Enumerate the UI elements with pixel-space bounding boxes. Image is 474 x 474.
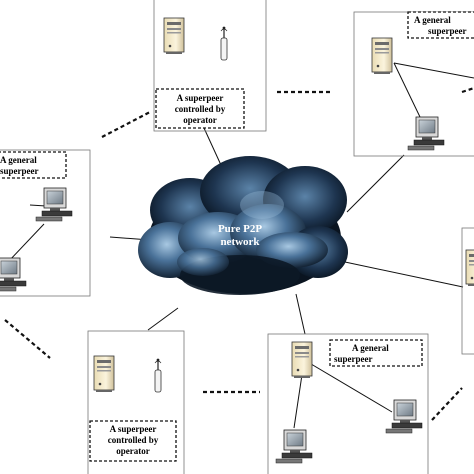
- cloud-title-line2: network: [220, 236, 260, 248]
- general-superpeer-left: A general superpeer: [0, 151, 73, 292]
- computer-icon: [275, 429, 313, 464]
- operator-label-line1: A superpeer: [177, 93, 224, 103]
- general-label-line1: A general: [414, 15, 451, 25]
- link-bottom-operator: [147, 307, 179, 331]
- general-label-box: [329, 339, 423, 367]
- operator-superpeer-bottom: A superpeer controlled by operator: [89, 355, 177, 462]
- operator-label-box: [89, 420, 177, 462]
- general-label-line2: superpeer: [334, 354, 373, 364]
- operator-label-line2: controlled by: [108, 435, 159, 445]
- box-bottom-operator: [87, 330, 185, 474]
- link-left-inner-1: [29, 204, 47, 207]
- server-icon: [465, 249, 474, 287]
- general-superpeer-top-right: A general superpeer: [371, 11, 474, 151]
- antenna-icon: [220, 26, 228, 61]
- operator-label-box: [155, 88, 245, 129]
- server-icon: [163, 17, 185, 55]
- computer-icon: [35, 187, 73, 222]
- antenna-icon: [154, 358, 162, 393]
- link-left-inner-2: [7, 223, 45, 263]
- operator-label-line1: A superpeer: [110, 424, 157, 434]
- partial-node-right: [465, 249, 474, 287]
- link-bottom-inner-1: [305, 360, 393, 413]
- operator-label-line3: operator: [183, 115, 217, 125]
- superpeer-dashed-links: [4, 86, 474, 421]
- box-left-general: [0, 149, 91, 297]
- box-bottom-general: [267, 333, 429, 474]
- general-label-box: [407, 11, 474, 39]
- general-label-line2: superpeer: [0, 166, 39, 176]
- link-top-right-inner-2: [393, 62, 421, 118]
- link-top-right-inner-1: [393, 62, 474, 79]
- box-right-partial: [461, 227, 474, 355]
- link-bottom-general: [295, 293, 306, 335]
- general-label-line2: superpeer: [428, 26, 467, 36]
- pure-p2p-cloud: Pure P2P network: [138, 156, 348, 295]
- box-top-operator: [153, 0, 267, 132]
- general-label-line1: A general: [352, 343, 389, 353]
- general-superpeer-bottom: A general superpeer: [275, 339, 423, 464]
- computer-icon: [0, 257, 27, 292]
- operator-label-line3: operator: [116, 446, 150, 456]
- server-icon: [93, 355, 115, 393]
- operator-superpeer-top: A superpeer controlled by operator: [155, 17, 245, 129]
- server-icon: [291, 341, 313, 379]
- general-label-box: [0, 151, 67, 179]
- computer-icon: [385, 399, 423, 434]
- link-right-node: [344, 261, 464, 288]
- computer-icon: [407, 116, 445, 151]
- cloud-title-line1: Pure P2P: [218, 223, 262, 235]
- operator-label-line2: controlled by: [175, 104, 226, 114]
- general-label-line1: A general: [0, 155, 37, 165]
- link-top-right-general: [346, 154, 405, 213]
- server-icon: [371, 37, 393, 75]
